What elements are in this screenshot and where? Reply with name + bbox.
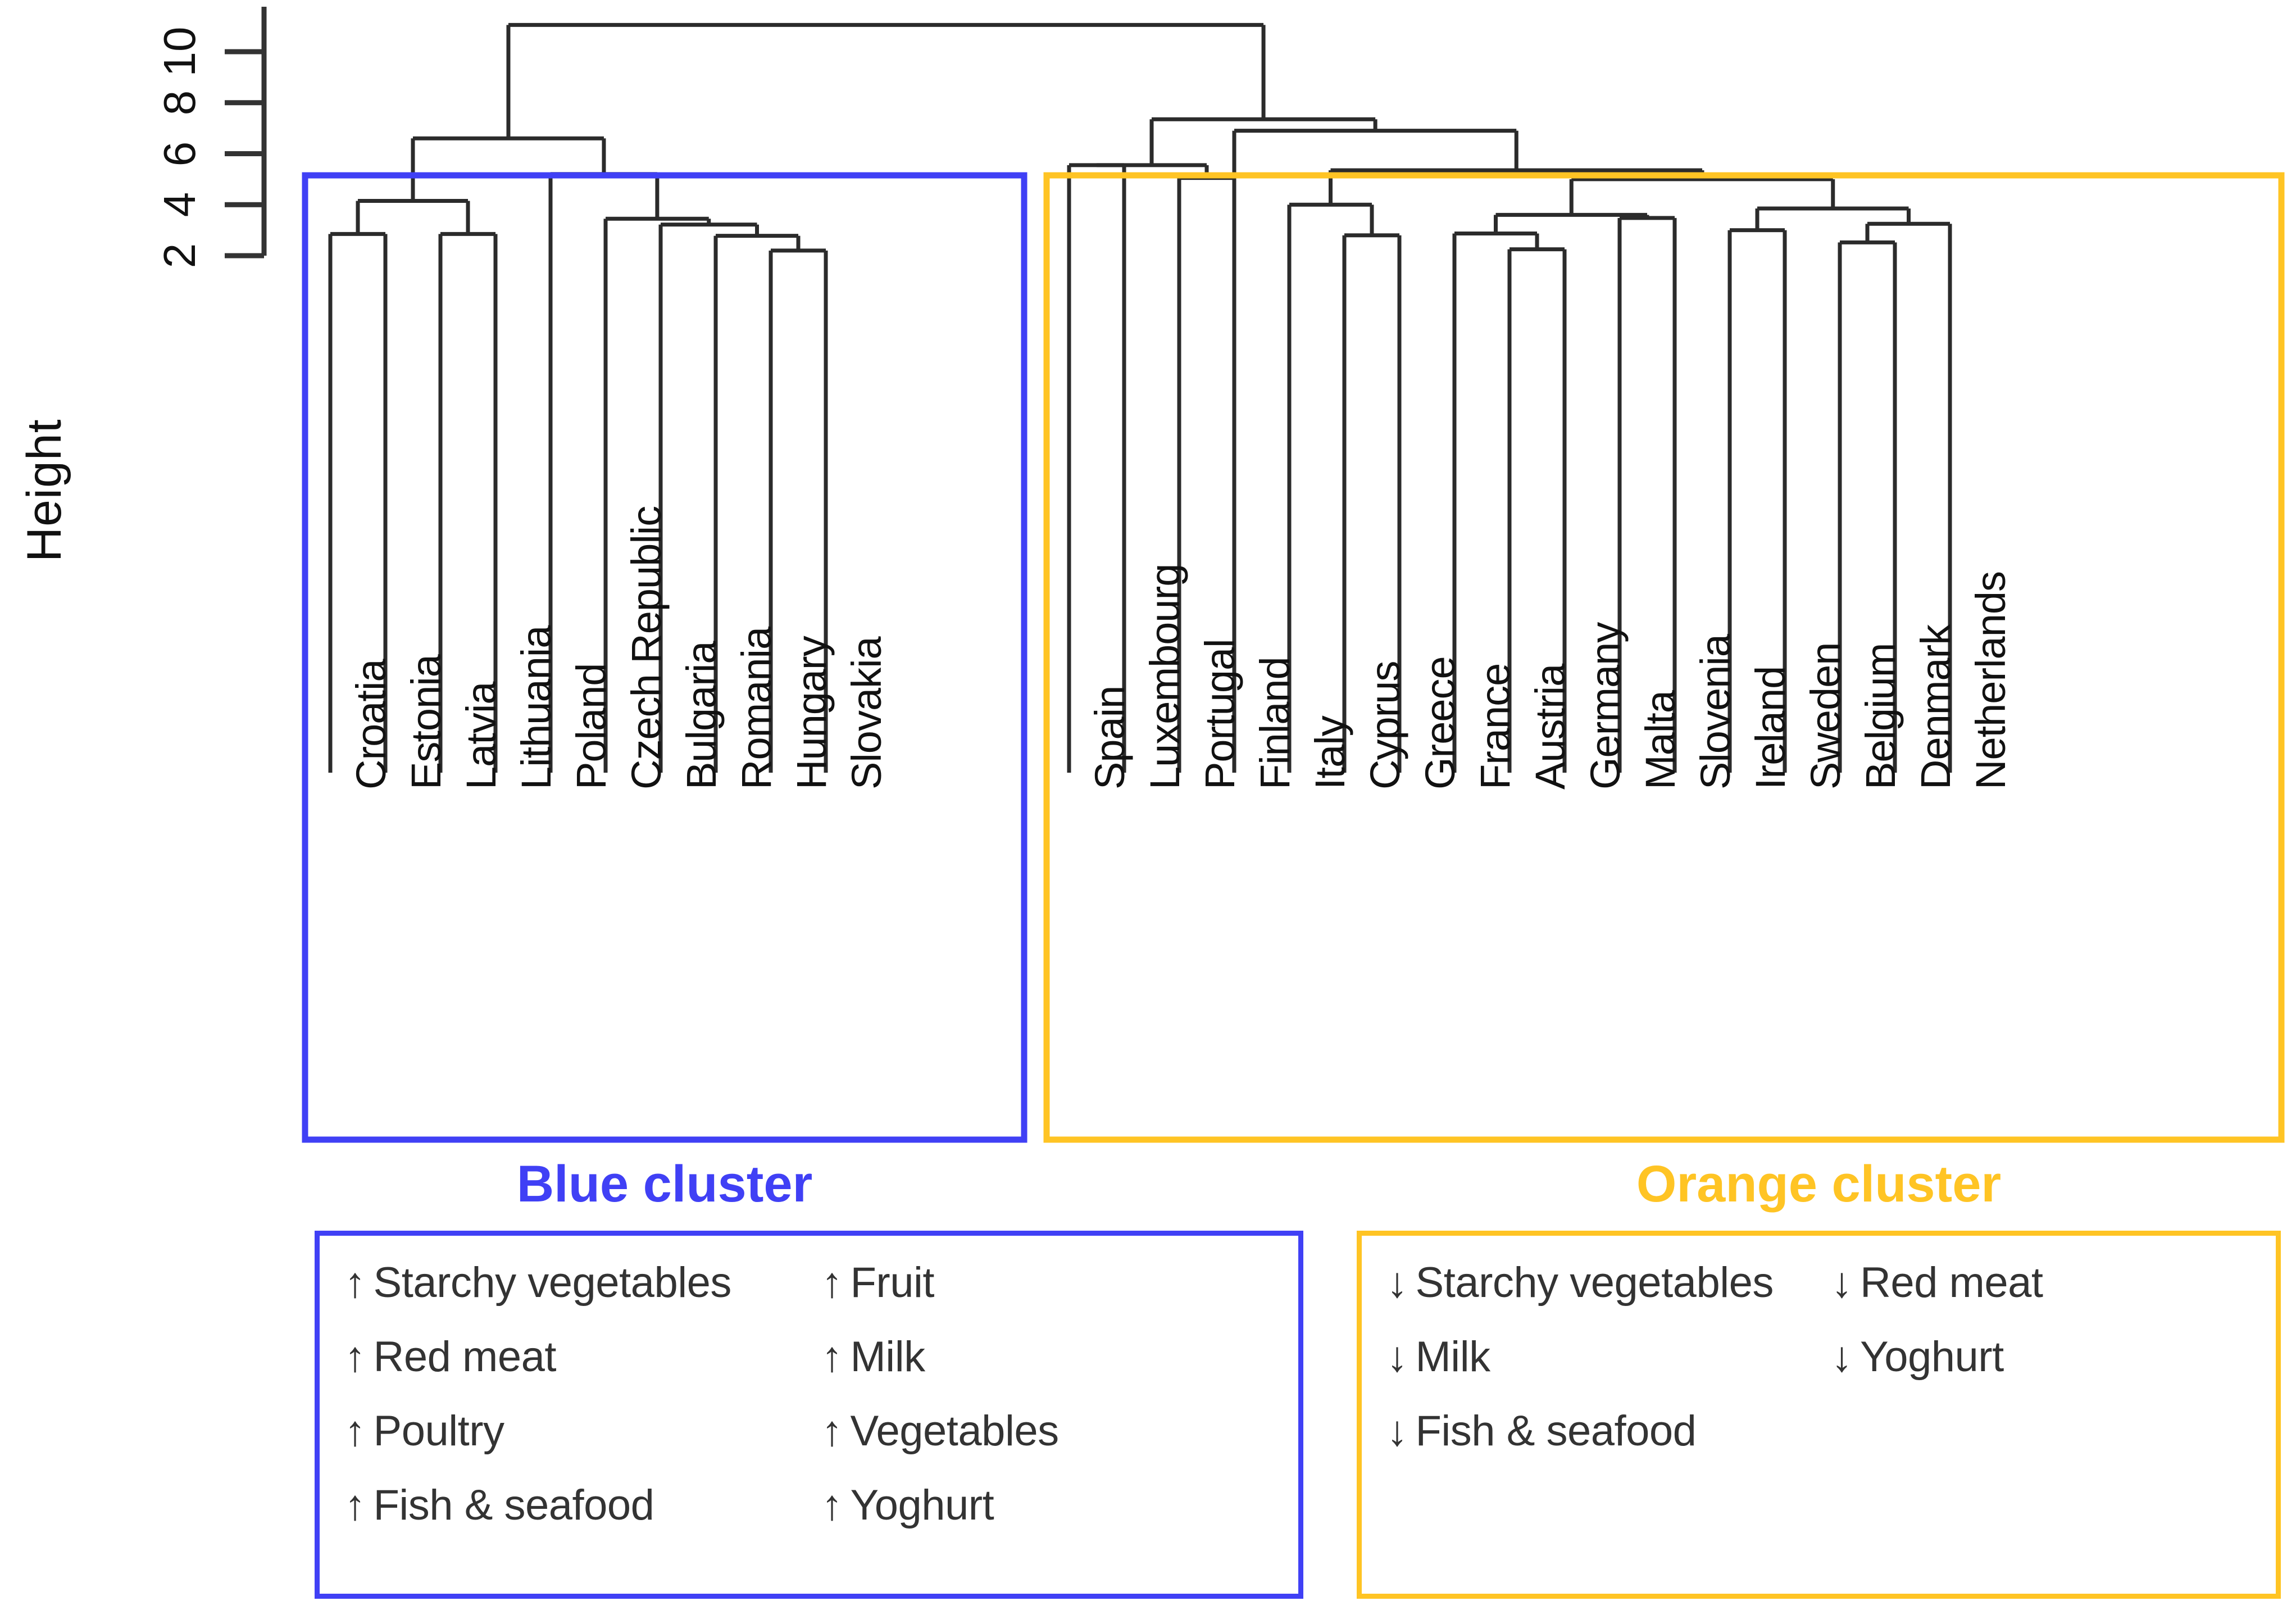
legend-item: ↓Milk (1386, 1336, 1831, 1410)
legend-item: ↓Yoghurt (1831, 1336, 2276, 1410)
orange-cluster-box (1043, 172, 2285, 1143)
leaf-label-romania: Romania (733, 627, 780, 790)
leaf-label-latvia: Latvia (458, 682, 504, 790)
arrow-down-icon: ↓ (1386, 1333, 1408, 1381)
leaf-label-finland: Finland (1252, 657, 1298, 790)
blue-legend-items: ↑Starchy vegetables↑Fruit↑Red meat↑Milk↑… (320, 1236, 1298, 1594)
y-axis-ticks (225, 49, 264, 258)
legend-item-label: Vegetables (850, 1407, 1060, 1455)
legend-item-label: Yoghurt (1860, 1333, 2004, 1381)
dendrogram-links (328, 22, 1952, 773)
leaf-label-poland: Poland (568, 663, 615, 790)
arrow-up-icon: ↑ (821, 1333, 843, 1381)
legend-item-label: Poultry (373, 1407, 505, 1455)
orange-legend-items: ↓Starchy vegetables↓Red meat↓Milk↓Yoghur… (1362, 1236, 2276, 1594)
leaf-label-netherlands: Netherlands (1967, 571, 2014, 790)
legend-item-label: Fish & seafood (373, 1481, 654, 1529)
legend-item-label: Red meat (1860, 1259, 2043, 1307)
arrow-up-icon: ↑ (344, 1333, 366, 1381)
leaf-label-denmark: Denmark (1912, 624, 1959, 790)
y-axis-title: Height (17, 419, 71, 562)
legend-item-label: Starchy vegetables (1415, 1259, 1774, 1307)
leaf-label-sweden: Sweden (1802, 642, 1849, 790)
leaf-label-austria: Austria (1527, 664, 1574, 790)
blue-cluster-box (302, 172, 1027, 1143)
cluster-boxes (302, 172, 2285, 1143)
leaf-label-ireland: Ireland (1747, 666, 1794, 790)
leaf-label-estonia: Estonia (403, 655, 449, 790)
leaf-label-luxembourg: Luxembourg (1142, 564, 1188, 790)
arrow-down-icon: ↓ (1386, 1407, 1408, 1455)
arrow-down-icon: ↓ (1831, 1259, 1853, 1307)
legend-item: ↑Milk (821, 1336, 1298, 1410)
legend-item: ↓Fish & seafood (1386, 1410, 1831, 1484)
leaf-label-belgium: Belgium (1857, 643, 1904, 790)
legend-item: ↑Vegetables (821, 1410, 1298, 1484)
legend-item-label: Yoghurt (850, 1481, 994, 1529)
leaf-label-lithuania: Lithuania (513, 625, 560, 790)
arrow-up-icon: ↑ (344, 1407, 366, 1455)
legend-item: ↑Yoghurt (821, 1484, 1298, 1558)
arrow-up-icon: ↑ (344, 1259, 366, 1307)
legend-item: ↑Fruit (821, 1262, 1298, 1336)
legend-item: ↑Red meat (344, 1336, 821, 1410)
arrow-up-icon: ↑ (821, 1481, 843, 1529)
legend-item: ↑Poultry (344, 1410, 821, 1484)
arrow-down-icon: ↓ (1831, 1333, 1853, 1381)
legend-item-label: Milk (850, 1333, 926, 1381)
arrow-up-icon: ↑ (344, 1481, 366, 1529)
leaf-label-spain: Spain (1086, 686, 1133, 790)
leaf-label-france: France (1472, 663, 1518, 790)
legend-item-label: Red meat (373, 1333, 557, 1381)
leaf-label-cyprus: Cyprus (1362, 661, 1408, 790)
leaf-label-germany: Germany (1582, 622, 1629, 790)
legend-item-label: Fruit (850, 1259, 935, 1307)
y-tick-label-10: 10 (154, 26, 204, 77)
legend-item-label: Milk (1415, 1333, 1491, 1381)
leaf-label-bulgaria: Bulgaria (678, 641, 725, 790)
leaf-label-portugal: Portugal (1197, 639, 1243, 790)
leaf-label-italy: Italy (1307, 716, 1353, 790)
legend-item-label: Fish & seafood (1415, 1407, 1697, 1455)
orange-cluster-legend-box: ↓Starchy vegetables↓Red meat↓Milk↓Yoghur… (1357, 1231, 2281, 1599)
arrow-down-icon: ↓ (1386, 1259, 1408, 1307)
legend-item: ↓Starchy vegetables (1386, 1262, 1831, 1336)
leaf-label-czech-republic: Czech Republic (623, 506, 670, 790)
leaf-label-slovakia: Slovakia (843, 637, 890, 790)
arrow-up-icon: ↑ (821, 1407, 843, 1455)
leaf-label-hungary: Hungary (788, 636, 835, 790)
leaf-label-greece: Greece (1417, 656, 1463, 790)
legend-item: ↓Red meat (1831, 1262, 2276, 1336)
leaf-label-malta: Malta (1637, 691, 1684, 790)
legend-item-label: Starchy vegetables (373, 1259, 732, 1307)
y-axis (225, 7, 267, 258)
legend-item: ↑Fish & seafood (344, 1484, 821, 1558)
orange-cluster-title: Orange cluster (1636, 1155, 2002, 1213)
leaf-label-croatia: Croatia (348, 659, 394, 790)
blue-cluster-legend-box: ↑Starchy vegetables↑Fruit↑Red meat↑Milk↑… (315, 1231, 1303, 1599)
arrow-up-icon: ↑ (821, 1259, 843, 1307)
blue-cluster-title: Blue cluster (516, 1155, 813, 1213)
leaf-label-slovenia: Slovenia (1692, 634, 1739, 790)
legend-item: ↑Starchy vegetables (344, 1262, 821, 1336)
